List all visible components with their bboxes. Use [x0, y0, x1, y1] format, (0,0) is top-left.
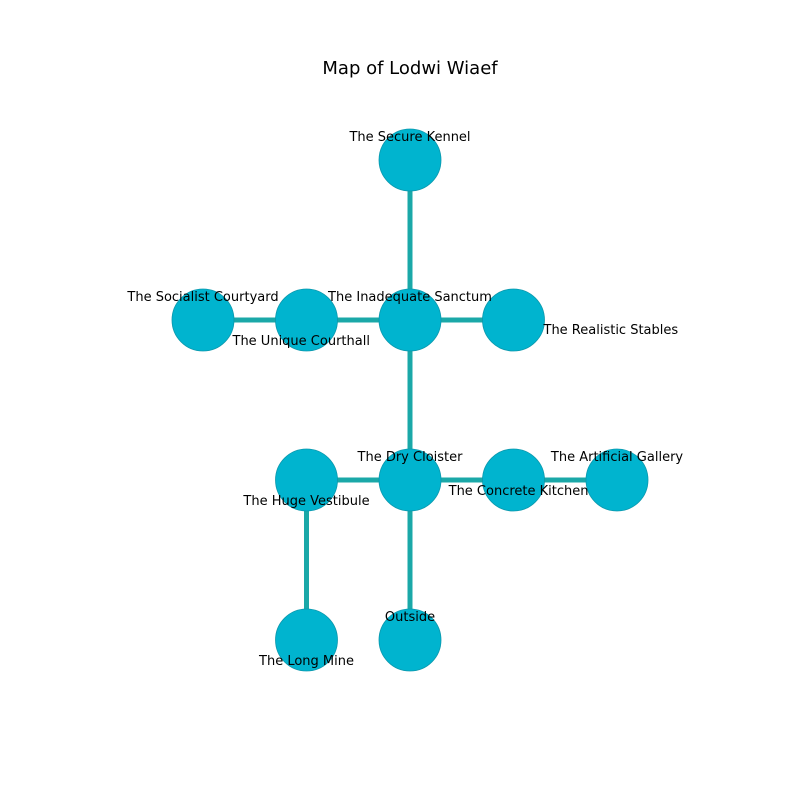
node-label-artificial-gallery: The Artificial Gallery	[550, 450, 684, 465]
node-label-realistic-stables: The Realistic Stables	[543, 323, 679, 338]
node-dry-cloister	[378, 448, 442, 512]
node-unique-courthall	[275, 288, 338, 352]
node-artificial-gallery	[585, 448, 649, 512]
node-label-unique-courthall: The Unique Courthall	[232, 334, 370, 349]
node-socialist-courtyard	[171, 288, 235, 352]
node-huge-vestibule	[275, 448, 338, 512]
edge-layer	[203, 160, 617, 640]
node-label-long-mine: The Long Mine	[258, 654, 354, 669]
node-outside	[378, 608, 442, 672]
map-title: Map of Lodwi Wiaef	[322, 58, 498, 79]
node-secure-kennel	[378, 128, 442, 192]
node-label-dry-cloister: The Dry Cloister	[357, 450, 464, 465]
node-label-socialist-courtyard: The Socialist Courtyard	[126, 290, 278, 305]
node-inadequate-sanctum	[378, 288, 442, 352]
node-label-concrete-kitchen: The Concrete Kitchen	[448, 484, 589, 499]
node-label-secure-kennel: The Secure Kennel	[348, 130, 470, 145]
node-realistic-stables	[482, 288, 545, 352]
node-concrete-kitchen	[482, 448, 545, 512]
node-label-inadequate-sanctum: The Inadequate Sanctum	[327, 290, 492, 305]
node-layer	[171, 128, 649, 672]
node-label-outside: Outside	[385, 610, 435, 625]
node-long-mine	[275, 608, 338, 672]
node-label-huge-vestibule: The Huge Vestibule	[242, 494, 369, 509]
